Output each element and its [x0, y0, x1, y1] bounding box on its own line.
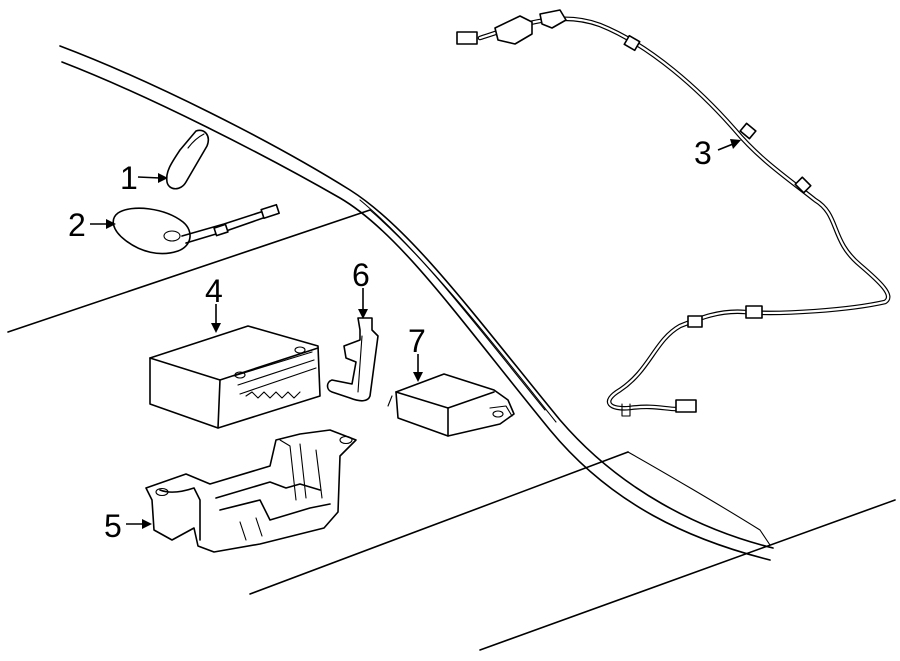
part-control-module — [149, 325, 321, 429]
arrow-1 — [137, 173, 168, 183]
arrow-6 — [358, 288, 368, 319]
part-sensor-module — [387, 373, 515, 437]
callout-2: 2 — [68, 207, 86, 243]
callout-1: 1 — [120, 160, 138, 196]
callout-7: 7 — [408, 323, 426, 359]
arrow-7 — [413, 354, 423, 382]
vehicle-body-outline — [7, 45, 896, 651]
callout-arrows — [90, 139, 741, 529]
part-antenna-mast — [165, 129, 210, 190]
part-antenna-cable — [456, 9, 891, 417]
arrow-2 — [90, 219, 116, 229]
callout-3: 3 — [694, 135, 712, 171]
arrow-3 — [717, 139, 741, 151]
callout-labels: 1 2 3 4 5 6 7 — [68, 135, 712, 544]
arrow-4 — [211, 304, 221, 333]
callout-5: 5 — [104, 508, 122, 544]
callout-6: 6 — [352, 257, 370, 293]
callout-4: 4 — [205, 273, 223, 309]
part-small-bracket — [326, 317, 379, 402]
part-mounting-bracket — [145, 429, 357, 553]
arrow-5 — [126, 519, 152, 529]
part-antenna-base — [112, 203, 280, 255]
